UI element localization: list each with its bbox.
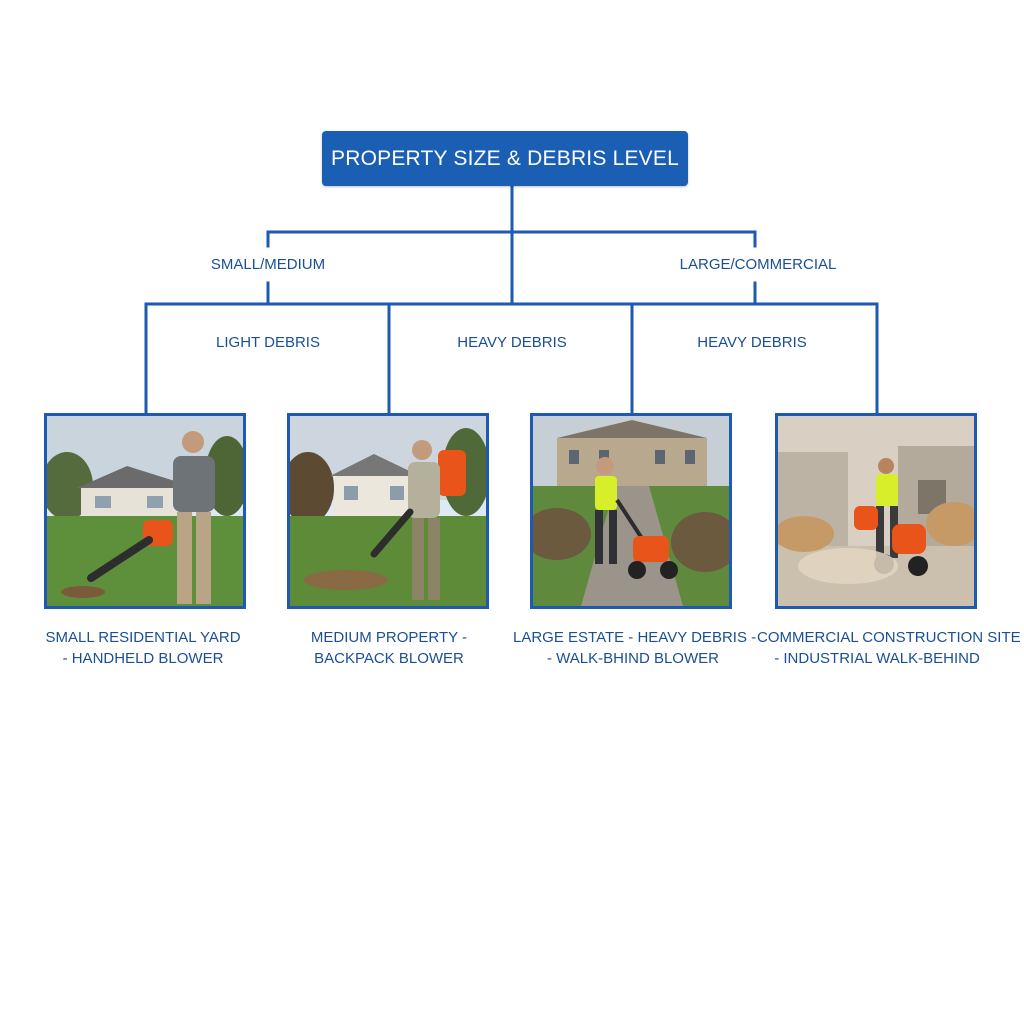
branch-small-medium: SMALL/MEDIUM <box>210 256 326 273</box>
caption-medium-property: MEDIUM PROPERTY - BACKPACK BLOWER <box>269 627 509 669</box>
photo-small-residential-yard <box>44 413 246 609</box>
photo-commercial-construction-site <box>775 413 977 609</box>
caption-line-2: - WALK-BHIND BLOWER <box>547 650 719 667</box>
caption-line-1: SMALL RESIDENTIAL YARD <box>45 629 241 646</box>
branch-light-debris: LIGHT DEBRIS <box>216 334 320 351</box>
caption-small-residential-yard: SMALL RESIDENTIAL YARD - HANDHELD BLOWER <box>23 627 263 669</box>
branch-heavy-debris-1: HEAVY DEBRIS <box>457 334 567 351</box>
photo-industrial-walk-behind <box>778 416 974 606</box>
photo-large-estate <box>530 413 732 609</box>
photo-backpack-blower <box>290 416 486 606</box>
branch-large-commercial: LARGE/COMMERCIAL <box>679 256 837 273</box>
root-label: PROPERTY SIZE & DEBRIS LEVEL <box>331 146 679 170</box>
root-node: PROPERTY SIZE & DEBRIS LEVEL <box>322 131 688 186</box>
photo-medium-property <box>287 413 489 609</box>
branch-heavy-debris-2: HEAVY DEBRIS <box>697 334 807 351</box>
caption-line-1: COMMERCIAL CONSTRUCTION SITE <box>757 629 1021 646</box>
caption-line-1: LARGE ESTATE - HEAVY DEBRIS - <box>513 629 757 646</box>
caption-line-2: - INDUSTRIAL WALK-BEHIND <box>774 650 980 667</box>
caption-commercial-construction-site: COMMERCIAL CONSTRUCTION SITE - INDUSTRIA… <box>757 627 1021 669</box>
photo-handheld-blower <box>47 416 243 606</box>
caption-large-estate: LARGE ESTATE - HEAVY DEBRIS - - WALK-BHI… <box>513 627 757 669</box>
caption-line-2: BACKPACK BLOWER <box>314 650 464 667</box>
caption-line-1: MEDIUM PROPERTY - <box>310 629 468 646</box>
caption-line-2: - HANDHELD BLOWER <box>62 650 224 667</box>
photo-walk-behind-blower <box>533 416 729 606</box>
